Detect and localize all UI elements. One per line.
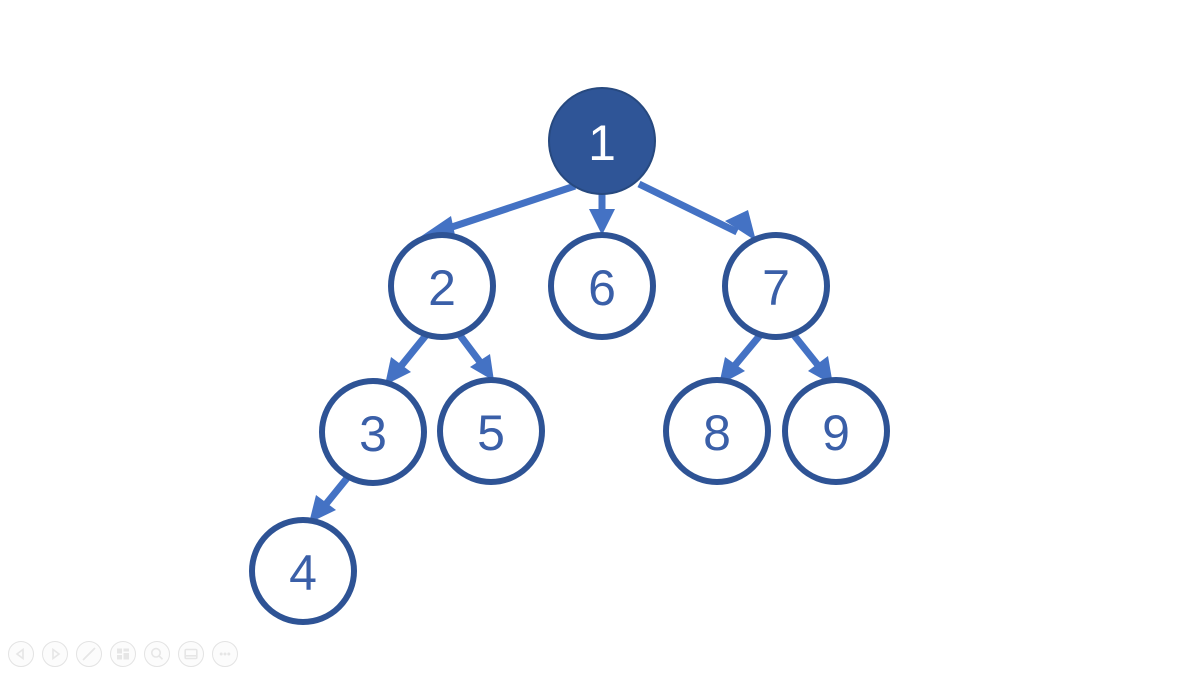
tree-node-3[interactable]: 3: [319, 378, 427, 486]
tree-node-7[interactable]: 7: [722, 232, 830, 340]
node-label: 8: [703, 405, 731, 461]
pen-tool-button[interactable]: [76, 641, 102, 667]
tree-node-9[interactable]: 9: [782, 377, 890, 485]
node-circle[interactable]: [249, 517, 357, 625]
tree-node-6[interactable]: 6: [548, 232, 656, 340]
node-label: 5: [477, 405, 505, 461]
node-label: 2: [428, 260, 456, 316]
edge-7-to-9: [790, 331, 833, 385]
previous-slide-button[interactable]: [8, 641, 34, 667]
zoom-button[interactable]: [144, 641, 170, 667]
grid-icon: [117, 648, 129, 660]
edge-1-to-7: [637, 180, 756, 241]
tree-node-2[interactable]: 2: [388, 232, 496, 340]
edge-7-to-8: [719, 331, 764, 385]
node-label: 3: [359, 406, 387, 462]
node-circle[interactable]: [437, 377, 545, 485]
next-slide-button[interactable]: [42, 641, 68, 667]
screen-icon: [184, 648, 198, 660]
node-circle[interactable]: [548, 232, 656, 340]
node-label: 4: [289, 545, 317, 601]
node-circle[interactable]: [663, 377, 771, 485]
tree-node-5[interactable]: 5: [437, 377, 545, 485]
tree-node-1[interactable]: 1: [548, 87, 656, 195]
node-label: 9: [822, 405, 850, 461]
magnifier-icon: [151, 647, 164, 660]
ellipsis-icon: [219, 652, 231, 656]
presentation-toolbar: [8, 641, 238, 667]
presentation-view-button[interactable]: [178, 641, 204, 667]
edge-2-to-3: [385, 331, 430, 385]
node-circle[interactable]: [782, 377, 890, 485]
edge-group: [309, 180, 833, 523]
node-circle[interactable]: [722, 232, 830, 340]
more-options-button[interactable]: [212, 641, 238, 667]
edge-1-to-2: [420, 182, 577, 240]
slide-grid-button[interactable]: [110, 641, 136, 667]
tree-node-8[interactable]: 8: [663, 377, 771, 485]
node-circle[interactable]: [548, 87, 656, 195]
node-label: 1: [588, 115, 616, 171]
node-circle[interactable]: [319, 378, 427, 486]
edge-2-to-5: [456, 331, 494, 381]
node-label: 7: [762, 260, 790, 316]
triangle-right-icon: [52, 647, 61, 661]
pen-icon: [82, 647, 96, 661]
edge-3-to-4: [309, 469, 355, 523]
node-circle[interactable]: [388, 232, 496, 340]
triangle-left-icon: [15, 647, 24, 661]
tree-node-4[interactable]: 4: [249, 517, 357, 625]
edge-1-to-6: [589, 193, 615, 235]
node-label: 6: [588, 260, 616, 316]
